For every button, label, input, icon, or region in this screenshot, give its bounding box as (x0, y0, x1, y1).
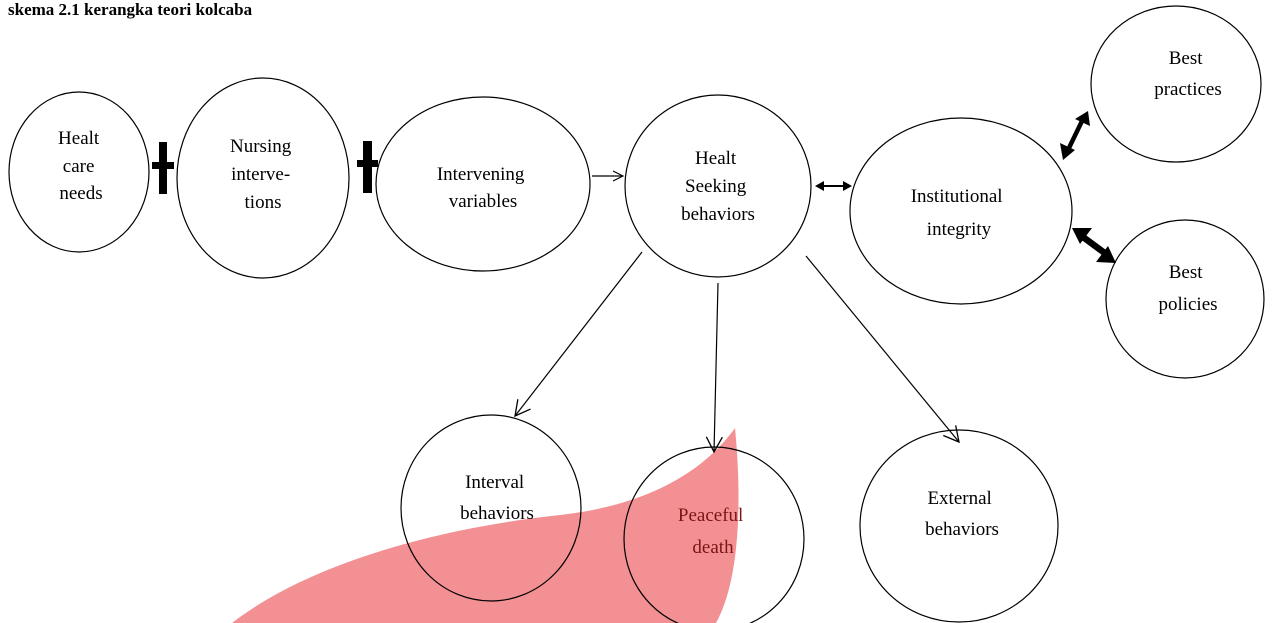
node-label-line: Seeking (685, 176, 747, 197)
node-health-seeking-behaviors: Healt Seeking behaviors (624, 94, 812, 278)
node-label-line: Interval (465, 472, 524, 493)
node-institutional-integrity: Institutional integrity (849, 117, 1073, 305)
node-label-line: External (927, 488, 991, 509)
node-external-behaviors: External behaviors (859, 429, 1059, 623)
node-nursing-interventions: Nursing interve- tions (176, 77, 350, 279)
svg-text:Peaceful death: Peaceful death (678, 505, 748, 558)
double-arrow-seeking-institutional (815, 181, 852, 191)
double-arrow-institutional-policies (1072, 228, 1116, 263)
svg-text:Healt Seeking beha: Healt Seeking behaviors (681, 148, 755, 225)
node-label-line: Best (1169, 262, 1204, 283)
node-label-line: needs (59, 183, 102, 204)
node-label-line: variables (449, 191, 518, 212)
plus-connector-2 (357, 141, 378, 193)
node-label-line: policies (1158, 294, 1217, 315)
node-health-care-needs: Healt care needs (8, 91, 150, 253)
node-label-line: Intervening (437, 164, 525, 185)
node-label-line: Healt (58, 128, 100, 149)
node-label-line: death (692, 537, 734, 558)
node-intervening-variables: Intervening variables (375, 96, 591, 272)
svg-text:Intervening variables: Intervening variables (437, 164, 529, 212)
node-label-line: interve- (231, 164, 290, 185)
node-label-line: Peaceful (678, 505, 743, 526)
node-label-line: behaviors (681, 204, 755, 225)
node-peaceful-death: Peaceful death (623, 446, 805, 623)
svg-text:Institutional integrity: Institutional integrity (911, 186, 1008, 240)
node-label-line: Nursing (230, 136, 292, 157)
arrow-seeking-to-interval (514, 251, 643, 418)
diagram-title: skema 2.1 kerangka teori kolcaba (8, 0, 253, 19)
svg-text:Interval behaviors: Interval behaviors (460, 472, 534, 524)
node-label-line: integrity (927, 219, 992, 240)
svg-text:Healt care needs: Healt care needs (58, 128, 104, 204)
node-interval-behaviors: Interval behaviors (400, 414, 582, 602)
node-label-line: tions (245, 192, 282, 213)
watermark-shape (232, 428, 739, 623)
node-label-line: care (63, 156, 95, 177)
node-best-practices: Best practices (1090, 5, 1262, 163)
node-label-line: behaviors (460, 503, 534, 524)
arrow-seeking-to-peaceful (705, 282, 723, 454)
node-label-line: Institutional (911, 186, 1003, 207)
node-best-policies: Best policies (1105, 219, 1265, 379)
double-arrow-institutional-practices (1060, 111, 1090, 160)
svg-text:Best practices: Best practices (1154, 48, 1222, 100)
node-label-line: behaviors (925, 519, 999, 540)
svg-text:Nursing interve- t: Nursing interve- tions (230, 136, 296, 213)
svg-text:Best policies: Best policies (1158, 262, 1217, 315)
node-label-line: practices (1154, 79, 1222, 100)
node-label-line: Healt (695, 148, 737, 169)
node-label-line: Best (1169, 48, 1204, 69)
plus-connector-1 (152, 142, 174, 194)
arrow-seeking-to-external (805, 255, 960, 444)
svg-text:External behaviors: External behaviors (925, 488, 999, 540)
